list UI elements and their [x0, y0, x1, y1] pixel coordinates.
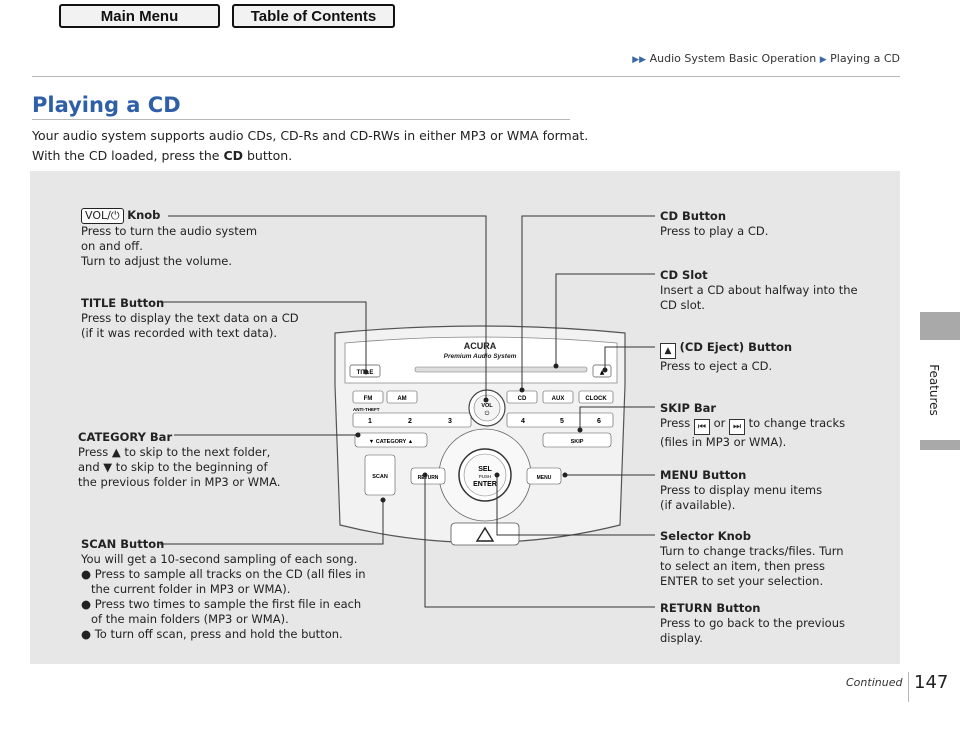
- continued-label[interactable]: Continued: [846, 676, 903, 689]
- preset-buttons[interactable]: 1 2 3 4 5 6: [352, 412, 614, 428]
- am-button[interactable]: [386, 390, 418, 404]
- callout-vol-knob: VOL/⏻ Knob Press to turn the audio syste…: [81, 208, 258, 268]
- up-arrow-icon: ▲: [111, 445, 121, 459]
- eject-icon: ▲: [660, 343, 676, 359]
- menu-label: MENU: [537, 475, 552, 481]
- sel-label: SEL: [478, 466, 492, 473]
- preset-2: 2: [408, 418, 412, 425]
- title-underline: [32, 119, 570, 120]
- skip-forward-icon: ⏭: [729, 419, 745, 435]
- page-number: 147: [914, 672, 949, 693]
- section-tab-top: [920, 312, 960, 340]
- arrow-icon: ▶▶: [632, 55, 647, 65]
- down-arrow-icon: ▼: [103, 460, 113, 474]
- page-title: Playing a CD: [32, 93, 181, 117]
- clock-button[interactable]: [578, 390, 614, 404]
- preset-1: 1: [368, 418, 372, 425]
- cd-keyword: CD: [223, 148, 243, 163]
- am-label: AM: [397, 396, 406, 402]
- preset-3: 3: [448, 418, 452, 425]
- eject-icon: ▲: [600, 369, 605, 376]
- scan-bullet-3: ● To turn off scan, press and hold the b…: [81, 627, 343, 641]
- fm-button[interactable]: [352, 390, 384, 404]
- antitheft-label: ANTI-THEFT: [353, 407, 380, 412]
- breadcrumb-item-audio[interactable]: Audio System Basic Operation: [649, 52, 817, 65]
- scan-bullet-1: ● Press to sample all tracks on the CD (…: [81, 567, 366, 596]
- main-menu-button[interactable]: Main Menu: [59, 4, 220, 28]
- return-label: RETURN: [418, 475, 439, 481]
- skip-label: SKIP: [571, 439, 584, 445]
- clock-label: CLOCK: [585, 396, 607, 402]
- intro-text: Your audio system supports audio CDs, CD…: [32, 128, 589, 163]
- menu-button[interactable]: [526, 467, 562, 485]
- callout-title-button: TITLE Button Press to display the text d…: [81, 296, 299, 340]
- push-label: PUSH: [479, 474, 492, 479]
- footer-divider: [908, 672, 909, 702]
- brand-logo: ACURA: [464, 341, 497, 351]
- breadcrumb: ▶▶ Audio System Basic Operation ▶ Playin…: [632, 52, 900, 65]
- preset-5: 5: [560, 418, 564, 425]
- table-of-contents-button[interactable]: Table of Contents: [232, 4, 395, 28]
- enter-label: ENTER: [473, 481, 497, 488]
- preset-4: 4: [521, 418, 525, 425]
- category-label: ▼ CATEGORY ▲: [369, 439, 413, 445]
- vol-label: VOL: [481, 403, 493, 409]
- fm-label: FM: [364, 396, 373, 402]
- power-icon: ⏻: [485, 410, 490, 417]
- scan-button[interactable]: [364, 454, 396, 496]
- arrow-icon: ▶: [819, 55, 827, 65]
- callout-skip-bar: SKIP Bar Press ⏮ or ⏭ to change tracks (…: [660, 401, 846, 449]
- skip-back-icon: ⏮: [693, 419, 710, 435]
- hazard-icon: [475, 526, 495, 542]
- section-tab-bottom: [920, 440, 960, 450]
- category-bar[interactable]: [354, 432, 428, 448]
- breadcrumb-item-cd[interactable]: Playing a CD: [830, 52, 900, 65]
- aux-button[interactable]: [542, 390, 574, 404]
- audio-unit: ACURA Premium Audio System TITLE ▲ FM AM…: [334, 325, 626, 546]
- scan-bullet-2: ● Press two times to sample the first fi…: [81, 597, 362, 626]
- callout-category-bar: CATEGORY Bar Press ▲ to skip to the next…: [78, 430, 281, 489]
- header-divider: [32, 76, 900, 77]
- return-button[interactable]: [410, 467, 446, 485]
- cd-slot[interactable]: [414, 366, 588, 373]
- callout-scan-button: SCAN Button You will get a 10-second sam…: [81, 537, 371, 642]
- skip-bar[interactable]: [542, 432, 612, 448]
- brand-subtitle: Premium Audio System: [444, 353, 517, 360]
- preset-6: 6: [597, 418, 601, 425]
- cd-label: CD: [518, 396, 527, 402]
- aux-label: AUX: [552, 396, 565, 402]
- scan-label: SCAN: [372, 474, 388, 480]
- vol-power-pill: VOL/⏻: [81, 208, 124, 224]
